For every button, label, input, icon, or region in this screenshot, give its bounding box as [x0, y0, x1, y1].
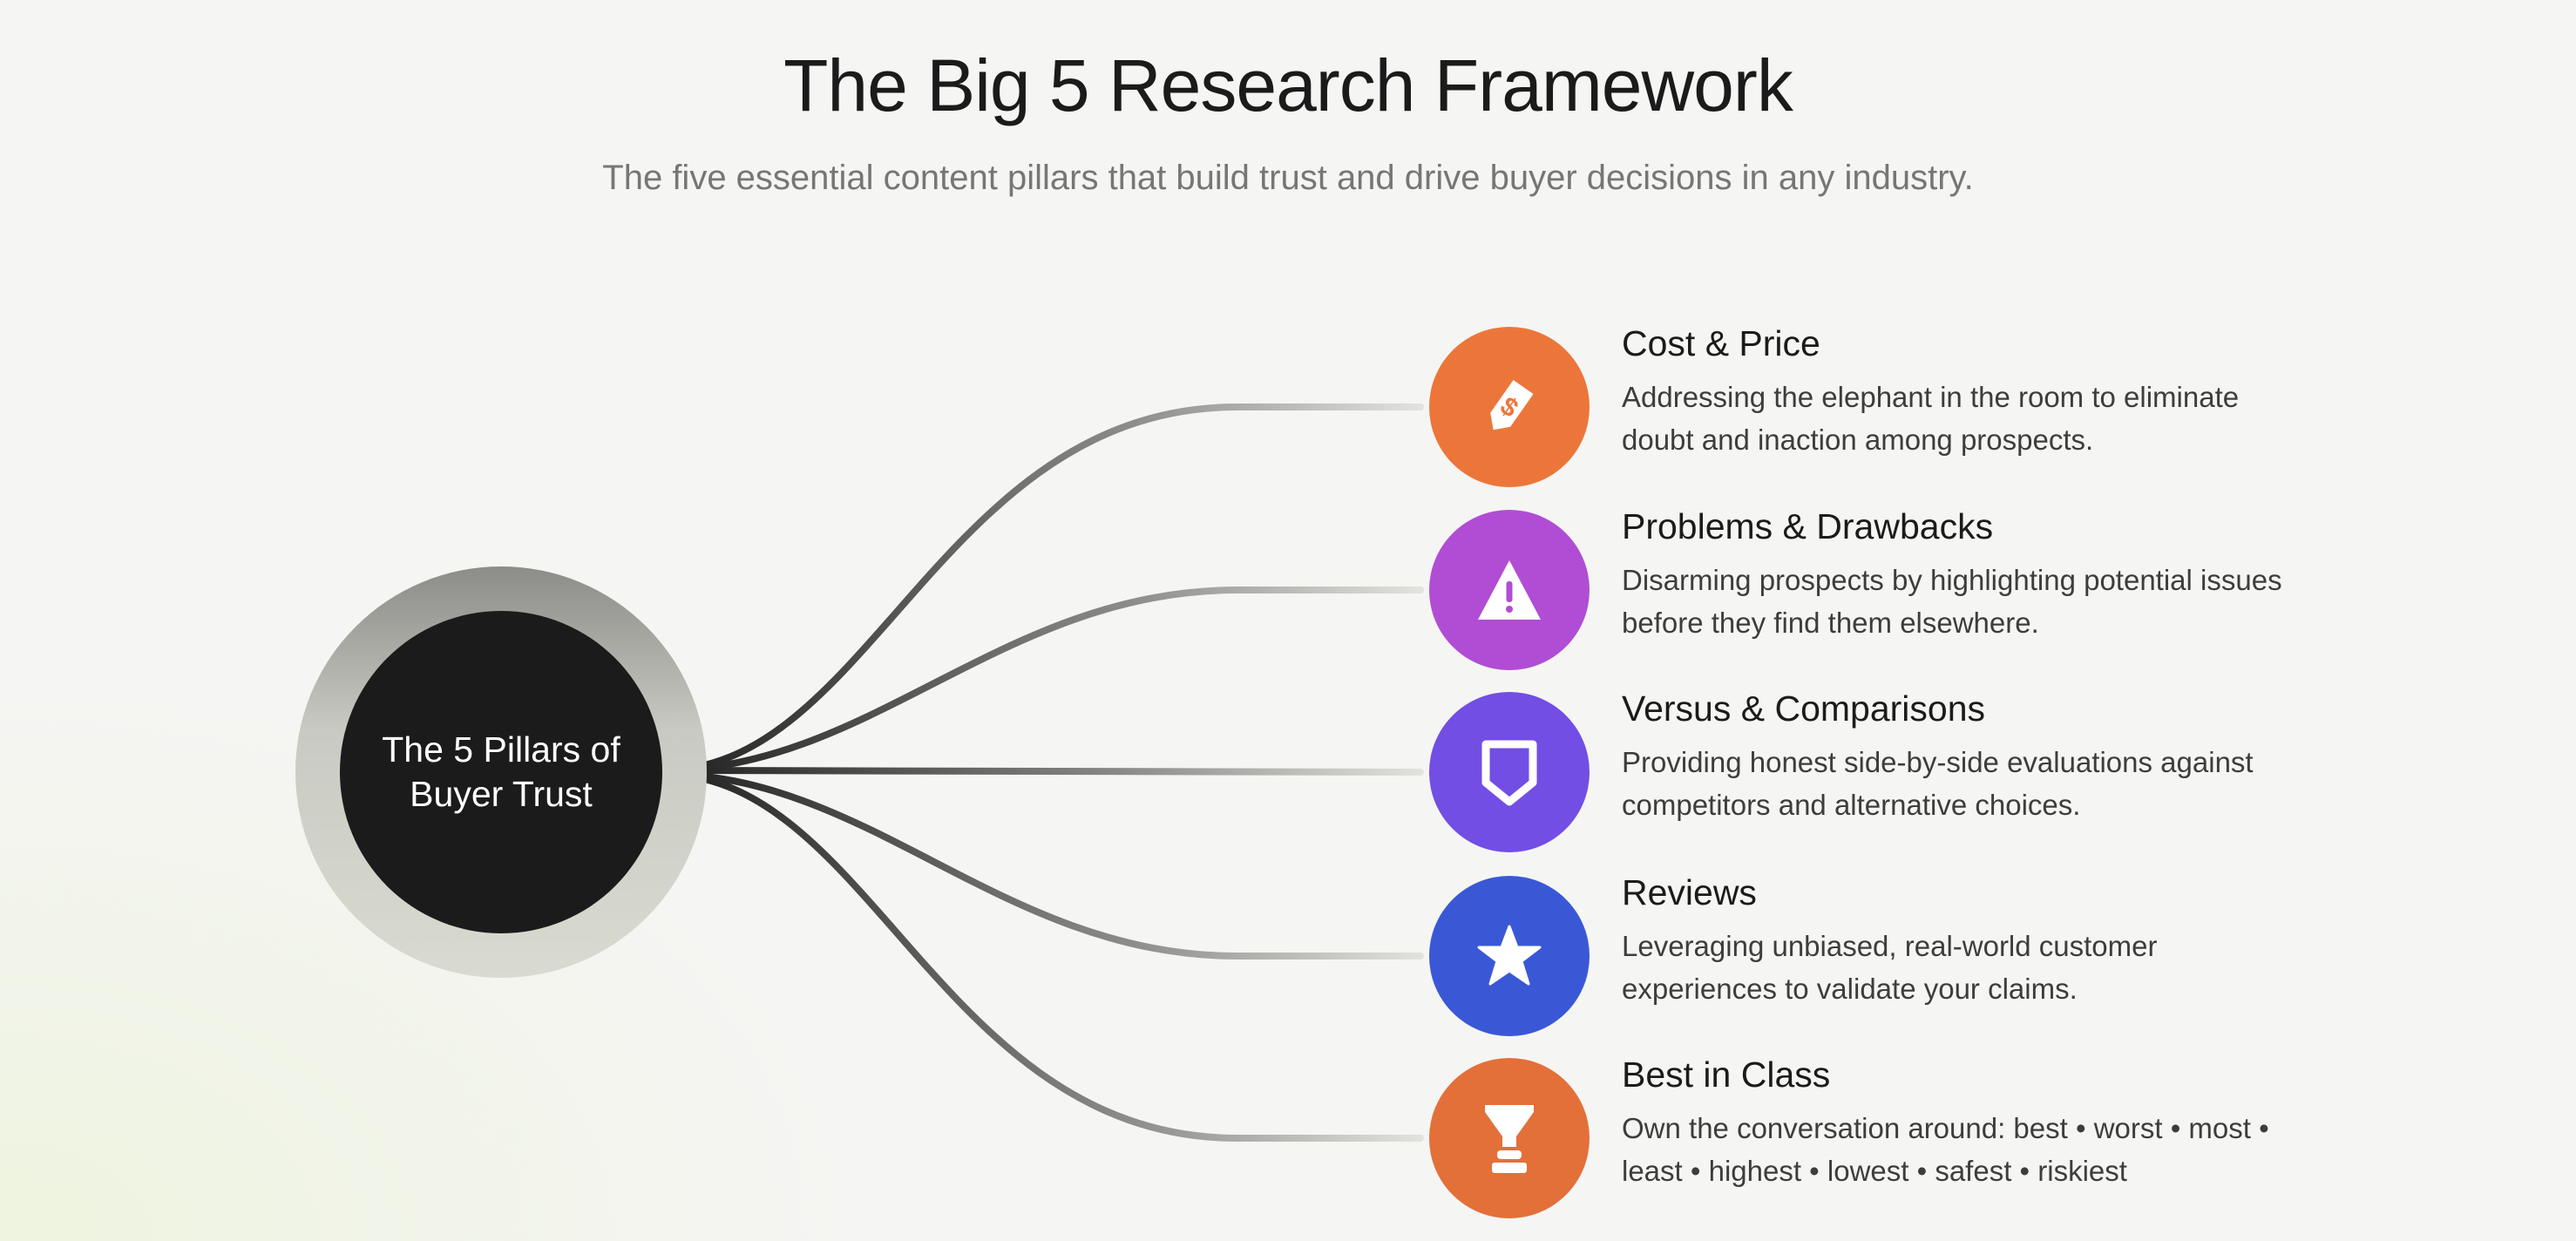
- warning-icon: [1429, 510, 1590, 670]
- connector-cost: [659, 403, 1424, 774]
- pillar-best-in-class: Best in Class Own the conversation aroun…: [1429, 1055, 2562, 1224]
- pillar-title: Versus & Comparisons: [1622, 688, 1986, 729]
- pillar-title: Best in Class: [1622, 1055, 1831, 1095]
- trophy-icon: [1429, 1058, 1590, 1218]
- hub-label-line2: Buyer Trust: [410, 774, 593, 814]
- pillar-cost-price: $ Cost & Price Addressing the elephant i…: [1429, 323, 2562, 492]
- pillar-description: Disarming prospects by highlighting pote…: [1622, 564, 2282, 639]
- pillar-reviews: Reviews Leveraging unbiased, real-world …: [1429, 872, 2562, 1041]
- shield-icon: [1429, 692, 1590, 852]
- connector-reviews: [659, 770, 1424, 960]
- page-subtitle: The five essential content pillars that …: [602, 159, 1974, 197]
- pillar-versus-comparisons: Versus & Comparisons Providing honest si…: [1429, 688, 2562, 858]
- hub-label-line1: The 5 Pillars of: [382, 729, 620, 770]
- pillar-title: Cost & Price: [1622, 323, 1820, 363]
- page-title: The Big 5 Research Framework: [783, 44, 1793, 126]
- pillar-description: Own the conversation around: best • wors…: [1622, 1112, 2269, 1187]
- pillar-description: Addressing the elephant in the room to e…: [1622, 381, 2240, 456]
- pillar-description: Leveraging unbiased, real-world customer…: [1622, 930, 2158, 1005]
- pillar-description: Providing honest side-by-side evaluation…: [1622, 746, 2254, 821]
- connector-best: [659, 770, 1424, 1142]
- connector-versus: [659, 767, 1424, 776]
- connector-problems: [659, 587, 1424, 774]
- pillar-title: Problems & Drawbacks: [1622, 506, 1994, 546]
- star-icon: [1429, 876, 1590, 1036]
- price-tag-icon: $: [1429, 327, 1590, 487]
- pillar-problems-drawbacks: Problems & Drawbacks Disarming prospects…: [1429, 506, 2562, 675]
- pillar-title: Reviews: [1622, 872, 1757, 912]
